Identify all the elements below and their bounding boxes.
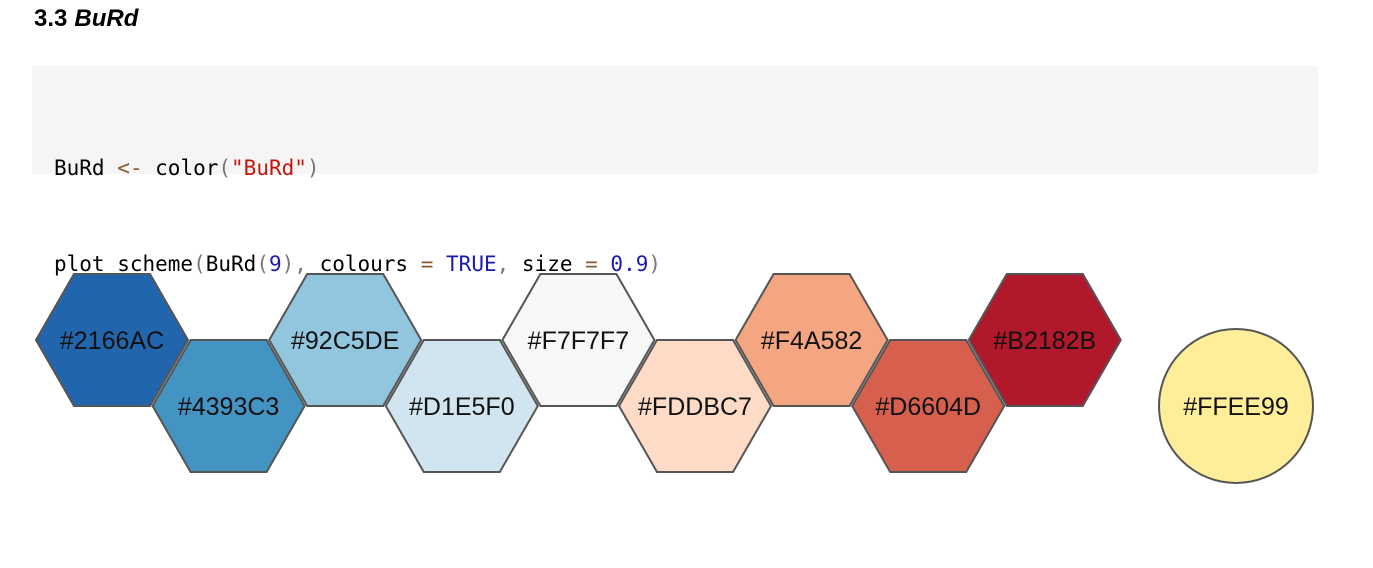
code-token: = (572, 252, 611, 276)
code-token: BuRd (205, 252, 257, 276)
section-title: BuRd (74, 5, 139, 32)
code-token: ) (281, 252, 295, 276)
colour-swatch-label: #F4A582 (761, 327, 862, 355)
colour-swatch-hexagon (734, 273, 889, 407)
code-token: "BuRd" (231, 156, 307, 180)
colour-swatch-label: #2166AC (60, 327, 164, 355)
code-token: 0.9 (610, 252, 649, 276)
colour-swatch-label: #4393C3 (178, 393, 279, 421)
colour-swatch-label: #B2182B (993, 327, 1096, 355)
colour-swatch-label: #FDDBC7 (638, 393, 752, 421)
colour-swatch-label: #D6604D (875, 393, 981, 421)
colour-swatch-hexagon (268, 273, 423, 407)
code-token: 9 (268, 252, 282, 276)
code-token: = (408, 252, 447, 276)
colour-swatch-label: #D1E5F0 (409, 393, 515, 421)
colour-swatch-hexagon (384, 339, 539, 473)
na-colour-label: #FFEE99 (1183, 393, 1289, 421)
section-number: 3.3 (34, 5, 68, 32)
colour-swatch-hexagon (501, 273, 656, 407)
colour-swatch-label: #92C5DE (291, 327, 399, 355)
code-token: plot_scheme (54, 252, 194, 276)
code-line-2: plot_scheme(BuRd(9), colours = TRUE, siz… (54, 248, 1318, 280)
code-token: size (521, 252, 573, 276)
code-token: , (496, 252, 522, 276)
colour-scheme-plot: #2166AC #4393C3 #92C5DE #D1E5F0 #F7F7F7 #FDDB… (34, 273, 1314, 484)
code-token: BuRd (54, 156, 105, 180)
code-token: ( (256, 252, 269, 276)
code-token: ( (218, 156, 232, 180)
code-token: , (294, 252, 320, 276)
na-colour-circle (1158, 328, 1314, 484)
code-block: BuRd <- color("BuRd") plot_scheme(BuRd(9… (32, 66, 1318, 276)
colour-swatch-hexagon (34, 273, 190, 407)
code-token: color (155, 156, 219, 180)
colour-swatch-hexagon (617, 339, 773, 473)
code-token: ) (648, 252, 662, 276)
code-token: colours (319, 252, 409, 276)
code-line-1: BuRd <- color("BuRd") (54, 152, 1318, 184)
code-token: ( (193, 252, 206, 276)
code-token: <- (104, 156, 156, 180)
colour-swatch-hexagon (151, 339, 306, 473)
colour-swatch-hexagon (851, 339, 1006, 473)
colour-swatch-hexagon (967, 273, 1122, 407)
code-token: TRUE (446, 252, 497, 276)
colour-swatch-label: #F7F7F7 (528, 327, 629, 355)
code-token: ) (306, 156, 320, 180)
